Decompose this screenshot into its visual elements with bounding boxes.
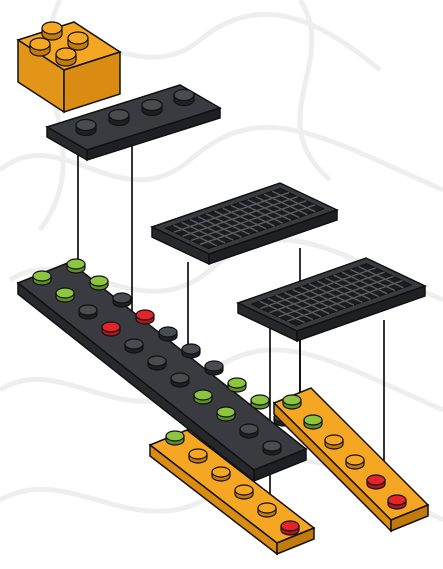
grille-tile-2 [238, 258, 425, 341]
green-highlight-stud [217, 407, 235, 421]
base-stud [240, 424, 258, 438]
green-highlight-stud [33, 271, 51, 285]
base-stud [79, 305, 97, 319]
red-highlight-stud [136, 310, 154, 324]
base-stud [263, 441, 281, 455]
brick-stud [42, 22, 62, 40]
green-highlight-stud [166, 431, 184, 445]
green-highlight-stud [304, 415, 322, 429]
green-highlight-stud [251, 395, 269, 409]
red-highlight-stud [367, 475, 385, 489]
base-stud [125, 339, 143, 353]
red-highlight-stud [281, 521, 299, 535]
green-highlight-stud [90, 276, 108, 290]
orange-stud [346, 455, 364, 469]
plate-1x4-stud [142, 100, 162, 116]
orange-stud [325, 435, 343, 449]
base-stud [171, 373, 189, 387]
brick-stud [30, 38, 50, 56]
brick-stud [68, 32, 88, 50]
plate-1x4-stud [76, 120, 96, 136]
red-highlight-stud [102, 322, 120, 336]
green-highlight-stud [194, 390, 212, 404]
base-stud [159, 327, 177, 341]
plate-1x4-stud [109, 110, 129, 126]
green-highlight-stud [56, 288, 74, 302]
base-stud [148, 356, 166, 370]
base-stud [205, 361, 223, 375]
red-highlight-stud [388, 495, 406, 509]
orange-stud [212, 467, 230, 481]
green-highlight-stud [67, 259, 85, 273]
green-highlight-stud [283, 395, 301, 409]
base-stud [113, 293, 131, 307]
brick-2x2 [18, 22, 120, 112]
base-stud [182, 344, 200, 358]
green-highlight-stud [228, 378, 246, 392]
brick-stud [56, 48, 76, 66]
orange-stud [189, 449, 207, 463]
grille-tile-1 [152, 183, 337, 264]
orange-stud [235, 485, 253, 499]
plate-1x4-stud [174, 90, 194, 106]
orange-stud [258, 503, 276, 517]
